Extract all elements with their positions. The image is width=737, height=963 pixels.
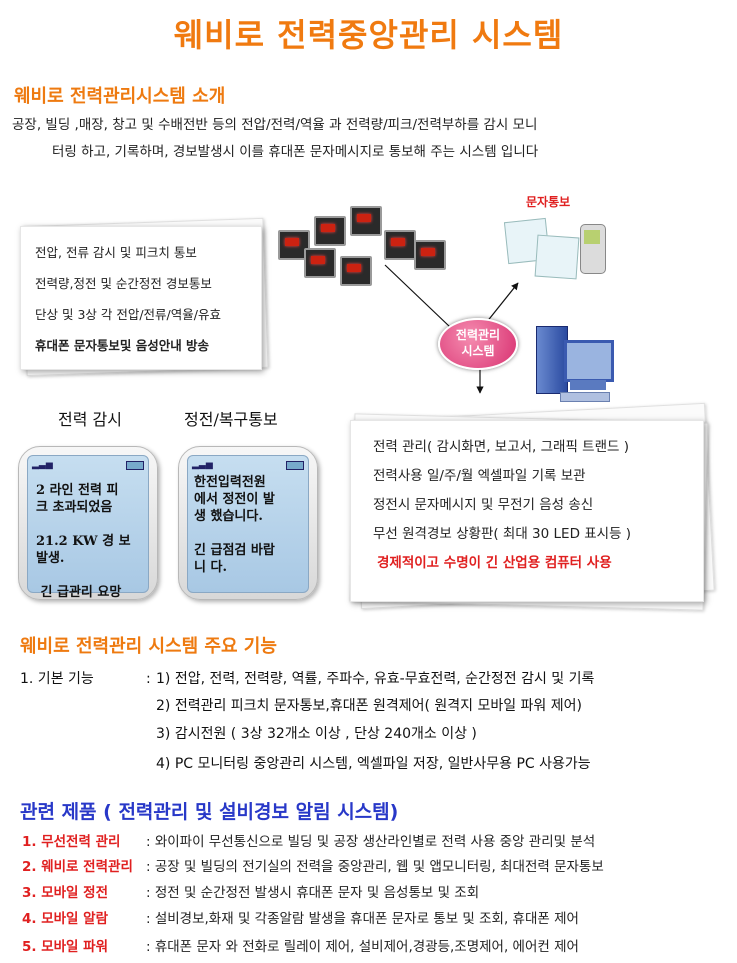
system-hub: 전력관리 시스템: [438, 318, 518, 370]
phone-mockup-1: ▂▃▅ 2 라인 전력 피 크 초과되었음 21.2 KW 경 보 발생. 긴 …: [18, 446, 158, 600]
intro-line-1: 공장, 빌딩 ,매장, 창고 및 수배전반 등의 전압/전력/역율 과 전력량/…: [12, 117, 538, 133]
left-feature-3: 단상 및 3상 각 전압/전류/역율/유효: [35, 307, 221, 322]
page-title: 웨비로 전력중앙관리 시스템: [173, 16, 564, 54]
left-feature-2: 전력량,정전 및 순간정전 경보통보: [35, 276, 212, 291]
right-feature-1: 전력 관리( 감시화면, 보고서, 그래픽 트랜드 ): [373, 439, 630, 455]
signal-icon: ▂▃▅: [32, 460, 53, 470]
phone-screen-1: ▂▃▅ 2 라인 전력 피 크 초과되었음 21.2 KW 경 보 발생. 긴 …: [27, 455, 149, 600]
phone-message-1: 2 라인 전력 피 크 초과되었음 21.2 KW 경 보 발생. 긴 급관리 …: [36, 483, 131, 600]
product-name: 1. 무선전력 관리: [22, 834, 121, 850]
product-name: 2. 웨비로 전력관리: [22, 859, 133, 875]
product-name: 4. 모바일 알람: [22, 911, 109, 927]
sms-label: 문자통보: [526, 195, 571, 209]
product-row: 2. 웨비로 전력관리 : 공장 및 빌딩의 전기실의 전력을 중앙관리, 웹 …: [0, 855, 737, 880]
product-desc: : 설비경보,화재 및 각종알람 발생을 휴대폰 문자로 통보 및 조회, 휴대…: [146, 911, 579, 927]
left-feature-panel: 전압, 전류 감시 및 피크치 통보 전력량,정전 및 순간정전 경보통보 단상…: [20, 226, 262, 370]
function-item-1: 1) 전압, 전력, 전력량, 역률, 주파수, 유효-무효전력, 순간정전 감…: [156, 671, 595, 687]
product-row: 3. 모바일 정전 : 정전 및 순간정전 발생시 휴대폰 문자 및 음성통보 …: [0, 881, 737, 906]
functions-colon: :: [146, 671, 151, 687]
right-feature-highlight: 경제적이고 수명이 긴 산업용 컴퓨터 사용: [377, 555, 612, 571]
right-feature-3: 정전시 문자메시지 및 무전기 음성 송신: [373, 497, 594, 513]
function-item-4: 4) PC 모니터링 중앙관리 시스템, 엑셀파일 저장, 일반사무용 PC 사…: [156, 756, 591, 772]
computer-image: [530, 324, 614, 404]
intro-line-2: 터링 하고, 기록하며, 경보발생시 이를 휴대폰 문자메시지로 통보해 주는 …: [52, 144, 539, 160]
hub-line-1: 전력관리: [455, 328, 501, 342]
battery-icon: [286, 461, 304, 470]
function-item-2: 2) 전력관리 피크치 문자통보,휴대폰 원격제어( 원격지 모바일 파워 제어…: [156, 698, 582, 714]
hub-line-2: 시스템: [461, 344, 495, 358]
functions-heading: 웨비로 전력관리 시스템 주요 기능: [20, 636, 277, 657]
product-desc: : 공장 및 빌딩의 전기실의 전력을 중앙관리, 웹 및 앱모니터링, 최대전…: [146, 859, 604, 875]
power-meters-image: [274, 200, 454, 290]
function-item-3: 3) 감시전원 ( 3상 32개소 이상 , 단상 240개소 이상 ): [156, 726, 477, 742]
right-feature-panel: 전력 관리( 감시화면, 보고서, 그래픽 트랜드 ) 전력사용 일/주/월 엑…: [350, 420, 704, 602]
phone-screen-2: ▂▃▅ 한전입력전원 에서 정전이 발 생 했습니다. 긴 급점검 바랍 니 다…: [187, 455, 309, 593]
meter-icon: [414, 240, 446, 270]
meter-icon: [304, 248, 336, 278]
right-feature-4: 무선 원격경보 상황판( 최대 30 LED 표시등 ): [373, 526, 632, 542]
product-desc: : 와이파이 무선통신으로 빌딩 및 공장 생산라인별로 전력 사용 중앙 관리…: [146, 834, 596, 850]
product-desc: : 휴대폰 문자 와 전화로 릴레이 제어, 설비제어,경광등,조명제어, 에어…: [146, 939, 579, 955]
phone-message-2: 한전입력전원 에서 정전이 발 생 했습니다. 긴 급점검 바랍 니 다.: [194, 475, 275, 575]
meter-icon: [314, 216, 346, 246]
left-feature-1: 전압, 전류 감시 및 피크치 통보: [35, 245, 197, 260]
battery-icon: [126, 461, 144, 470]
signal-icon: ▂▃▅: [192, 460, 213, 470]
product-row: 1. 무선전력 관리 : 와이파이 무선통신으로 빌딩 및 공장 생산라인별로 …: [0, 830, 737, 855]
product-row: 5. 모바일 파워 : 휴대폰 문자 와 전화로 릴레이 제어, 설비제어,경광…: [0, 935, 737, 960]
functions-label: 1. 기본 기능: [20, 671, 94, 687]
sms-phones-image: [500, 212, 610, 280]
left-feature-4: 휴대폰 문자통보및 음성안내 방송: [35, 338, 210, 353]
connector-line: [384, 264, 451, 328]
product-name: 5. 모바일 파워: [22, 939, 109, 955]
phone-mockup-2: ▂▃▅ 한전입력전원 에서 정전이 발 생 했습니다. 긴 급점검 바랍 니 다…: [178, 446, 318, 600]
right-feature-2: 전력사용 일/주/월 엑셀파일 기록 보관: [373, 468, 586, 484]
products-heading: 관련 제품 ( 전력관리 및 설비경보 알림 시스템): [20, 801, 399, 823]
intro-heading: 웨비로 전력관리시스템 소개: [14, 86, 226, 107]
meter-icon: [350, 206, 382, 236]
product-name: 3. 모바일 정전: [22, 885, 109, 901]
product-row: 4. 모바일 알람 : 설비경보,화재 및 각종알람 발생을 휴대폰 문자로 통…: [0, 907, 737, 932]
product-desc: : 정전 및 순간정전 발생시 휴대폰 문자 및 음성통보 및 조회: [146, 885, 480, 901]
phone-caption-1: 전력 감시: [58, 410, 122, 429]
arrow-to-sms: [485, 282, 519, 324]
phone-caption-2: 정전/복구통보: [184, 410, 278, 429]
meter-icon: [278, 230, 310, 260]
meter-icon: [340, 256, 372, 286]
